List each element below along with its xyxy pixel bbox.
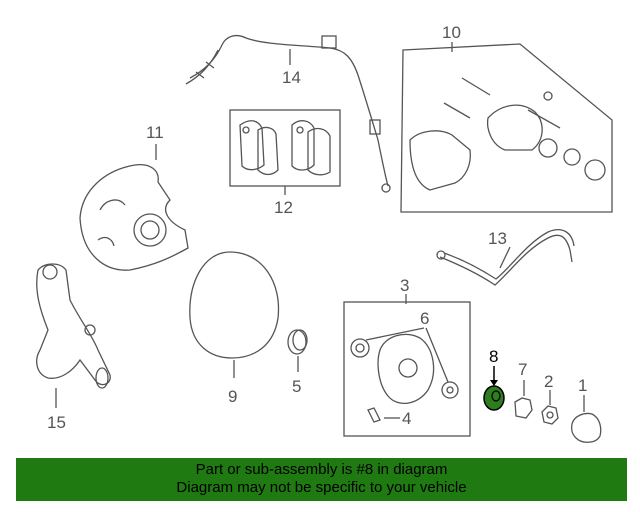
callout-12[interactable]: 12 [274,198,293,217]
part-15-steering-knuckle[interactable] [36,263,111,389]
part-2-cap-nut[interactable] [541,405,559,425]
leader-13 [499,246,511,269]
leader-6b [425,327,449,383]
part-10-caliper-assembly[interactable] [400,43,613,213]
callout-5[interactable]: 5 [292,377,301,396]
callout-2[interactable]: 2 [544,372,553,391]
part-13-brake-hose[interactable] [436,229,575,286]
callout-11[interactable]: 11 [146,123,164,142]
part-9-o-ring[interactable] [189,251,280,359]
part-3-hub-assembly[interactable] [343,301,471,437]
parts-diagram: 14 10 12 11 13 [36,23,613,443]
callout-6[interactable]: 6 [420,309,429,328]
part-7-nut[interactable] [514,397,533,419]
callout-1[interactable]: 1 [578,376,587,395]
callout-13[interactable]: 13 [488,229,507,248]
callout-9[interactable]: 9 [228,387,237,406]
banner-line-2: Diagram may not be specific to your vehi… [176,479,467,496]
part-12-brake-pads[interactable] [229,109,341,187]
callout-14[interactable]: 14 [282,68,301,87]
callout-4[interactable]: 4 [402,409,411,428]
part-11-dust-shield[interactable] [79,164,189,271]
callout-10[interactable]: 10 [442,23,461,42]
callout-7[interactable]: 7 [518,360,527,379]
callout-3[interactable]: 3 [400,276,409,295]
leader-8-arrowhead [490,380,498,386]
callout-15[interactable]: 15 [47,413,66,432]
part-1-hub-cap[interactable] [570,412,602,443]
part-8-washer-highlighted[interactable] [483,385,505,411]
part-5-seal[interactable] [287,329,308,355]
leader-6a [365,327,425,341]
banner-line-1: Part or sub-assembly is #8 in diagram [195,461,448,478]
part-notice-banner: Part or sub-assembly is #8 in diagram Di… [16,458,627,501]
part-14-wire-harness[interactable] [185,34,391,193]
callout-8[interactable]: 8 [489,347,498,366]
